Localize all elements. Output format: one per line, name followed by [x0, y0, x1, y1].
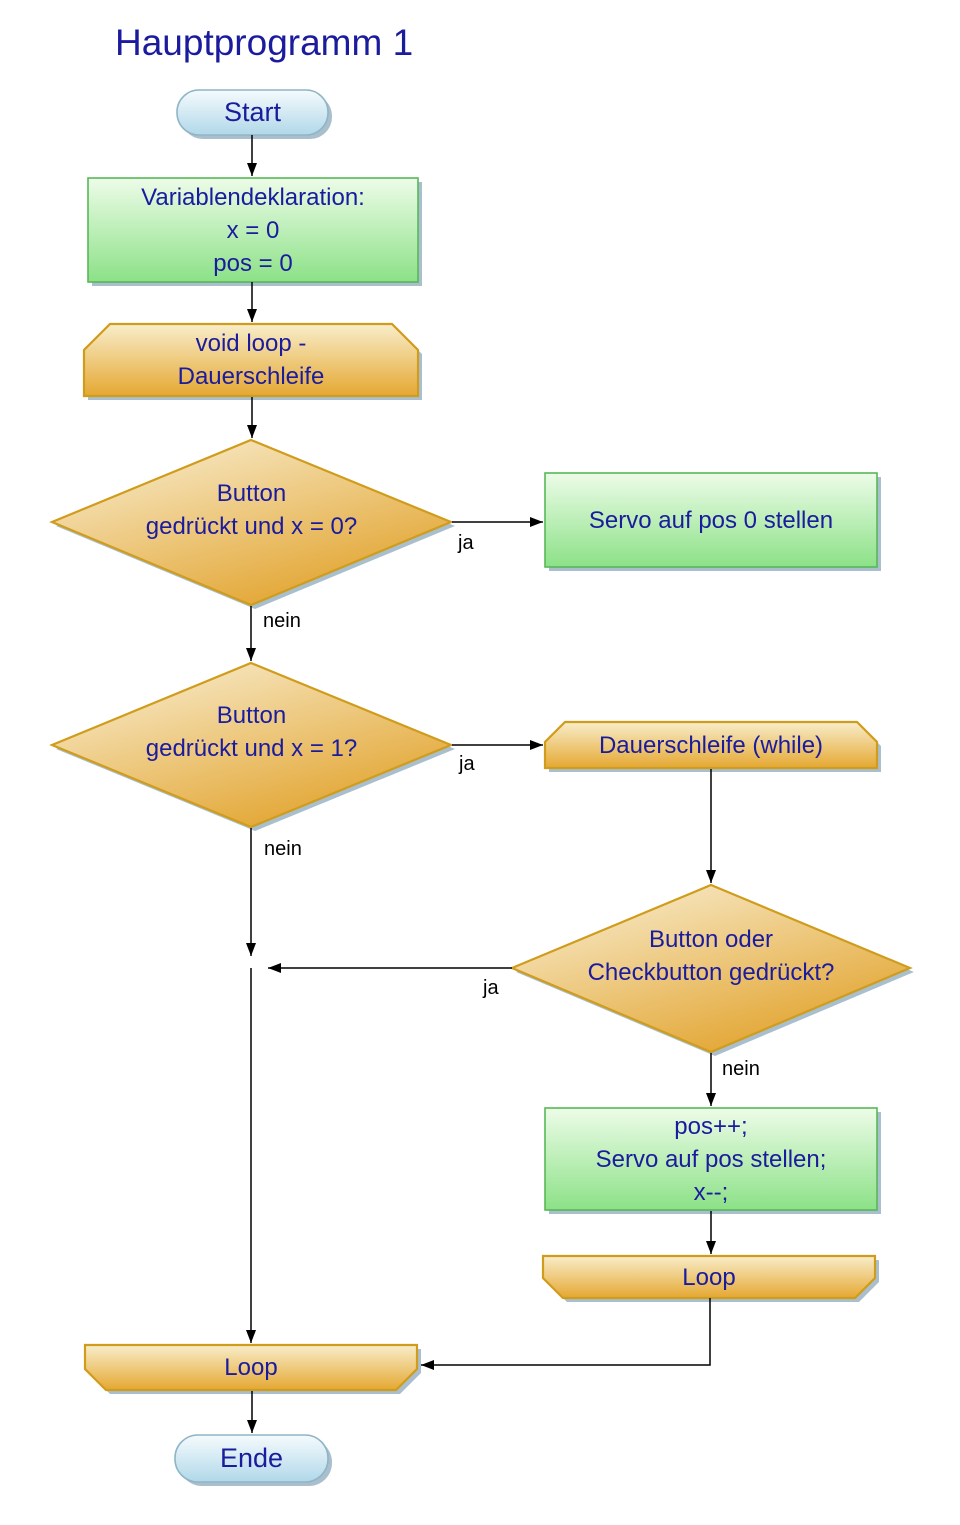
node-start-shape	[176, 89, 329, 136]
node-shapes	[49, 89, 913, 1483]
node-decision1-shape	[49, 438, 454, 607]
node-while-shape	[543, 720, 879, 770]
node-posinc-shape	[544, 1107, 878, 1211]
node-servo0-shape	[544, 472, 878, 568]
node-voidloop-shape	[82, 322, 420, 398]
node-vars-shape	[87, 177, 419, 283]
node-ende-shape	[174, 1434, 329, 1483]
connectors	[246, 135, 716, 1433]
node-loop-outer-shape	[83, 1343, 419, 1392]
node-decision2-shape	[49, 661, 454, 829]
node-decision3-shape	[509, 883, 913, 1054]
page-title: Hauptprogramm 1	[115, 22, 414, 63]
node-loop-inner-shape	[541, 1254, 877, 1300]
connector-loop-inner-loop-outer	[421, 1298, 711, 1370]
